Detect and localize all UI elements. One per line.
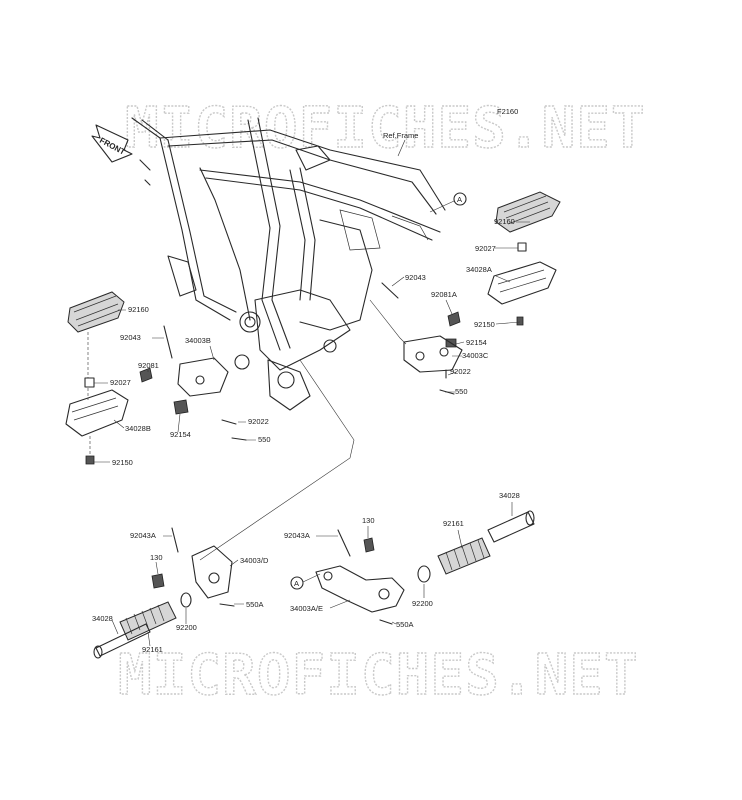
label-92027-right: 92027 <box>475 244 496 253</box>
label-92200-right: 92200 <box>412 599 433 608</box>
bolt-130-left <box>151 573 165 589</box>
grip-92161-left <box>119 601 177 641</box>
washer-92200-left <box>180 592 192 608</box>
label-92161-left: 92161 <box>142 645 163 654</box>
bracket-34003AE <box>315 565 405 613</box>
frame-drawing <box>131 117 446 411</box>
bracket-34003D <box>191 545 233 599</box>
circle-marker-a-bottom-text: A <box>294 579 299 588</box>
front-badge-text: FRONT <box>98 136 127 157</box>
pin-92043-left <box>163 325 173 359</box>
ref-frame-leader <box>397 139 406 157</box>
label-34028B: 34028B <box>125 424 151 433</box>
circle-marker-a-top <box>453 192 467 206</box>
circle-marker-a-top-text: A <box>457 195 462 204</box>
watermark-top: MICROFICHES.NET <box>125 96 646 161</box>
cotter-550-left <box>231 437 247 441</box>
bolt-130-right <box>363 537 375 553</box>
right-leaders <box>391 221 530 393</box>
lower-right-leaders <box>316 502 513 625</box>
label-550A-right: 550A <box>396 620 414 629</box>
left-leaders <box>94 309 256 463</box>
bolt-92150-right <box>516 316 524 326</box>
label-92200-left: 92200 <box>176 623 197 632</box>
grip-92161-right <box>437 537 491 575</box>
label-92081: 92081 <box>138 361 159 370</box>
label-550A-left: 550A <box>246 600 264 609</box>
label-34003AE: 34003A/E <box>290 604 323 613</box>
peg-34028-right <box>487 510 535 543</box>
circle-marker-a-bottom <box>290 576 304 590</box>
label-550-left: 550 <box>258 435 271 444</box>
cotter-550A-right <box>379 619 393 625</box>
label-92022-right: 92022 <box>450 367 471 376</box>
bracket-34003B <box>177 357 229 397</box>
label-92160-right: 92160 <box>494 217 515 226</box>
label-92081A: 92081A <box>431 290 457 299</box>
label-34028-left: 34028 <box>92 614 113 623</box>
label-92043A-left: 92043A <box>130 531 156 540</box>
spring-92081 <box>139 367 153 383</box>
pin-92027-left <box>84 377 95 388</box>
lower-diagonal-leader <box>199 439 355 561</box>
label-34003B: 34003B <box>185 336 211 345</box>
pin-92043-right <box>381 282 399 299</box>
label-34028-right: 34028 <box>499 491 520 500</box>
footpeg-rubber-right <box>495 191 561 233</box>
label-92043-left: 92043 <box>120 333 141 342</box>
watermark-bottom: MICROFICHES.NET <box>118 643 639 708</box>
label-92161-right: 92161 <box>443 519 464 528</box>
label-92043A-right: 92043A <box>284 531 310 540</box>
spring-92081A <box>447 311 461 327</box>
pin-92043A-right <box>337 529 351 557</box>
label-34003D: 34003/D <box>240 556 269 565</box>
lower-left-leaders <box>111 535 244 647</box>
label-92022-left: 92022 <box>248 417 269 426</box>
label-130-right: 130 <box>362 516 375 525</box>
label-92027-left: 92027 <box>110 378 131 387</box>
ref-frame-label: Ref.Frame <box>383 131 418 140</box>
peg-34028-left <box>93 623 151 659</box>
bracket-34003C <box>403 335 463 373</box>
label-92150-left: 92150 <box>112 458 133 467</box>
washer-92200-right <box>417 565 431 583</box>
figure-code: F2160 <box>497 107 518 116</box>
bolt-92154-left <box>173 399 189 415</box>
footpeg-34028A <box>487 261 557 305</box>
label-92154-right: 92154 <box>466 338 487 347</box>
label-92160-left: 92160 <box>128 305 149 314</box>
cotter-550A-left <box>219 603 235 607</box>
label-34028A: 34028A <box>466 265 492 274</box>
washer-92022-left <box>221 419 237 425</box>
right-dashed-leader <box>369 299 407 345</box>
footpeg-rubber-left <box>67 291 125 333</box>
label-92043-top: 92043 <box>405 273 426 282</box>
label-34003C: 34003C <box>462 351 489 360</box>
label-130-left: 130 <box>150 553 163 562</box>
label-92154-left: 92154 <box>170 430 191 439</box>
bolt-92150-left <box>85 455 95 465</box>
pin-92043A-left <box>171 527 179 553</box>
pin-92027-right <box>517 242 527 252</box>
footpeg-34028B <box>65 389 129 437</box>
label-92150-right: 92150 <box>474 320 495 329</box>
label-550-right: 550 <box>455 387 468 396</box>
